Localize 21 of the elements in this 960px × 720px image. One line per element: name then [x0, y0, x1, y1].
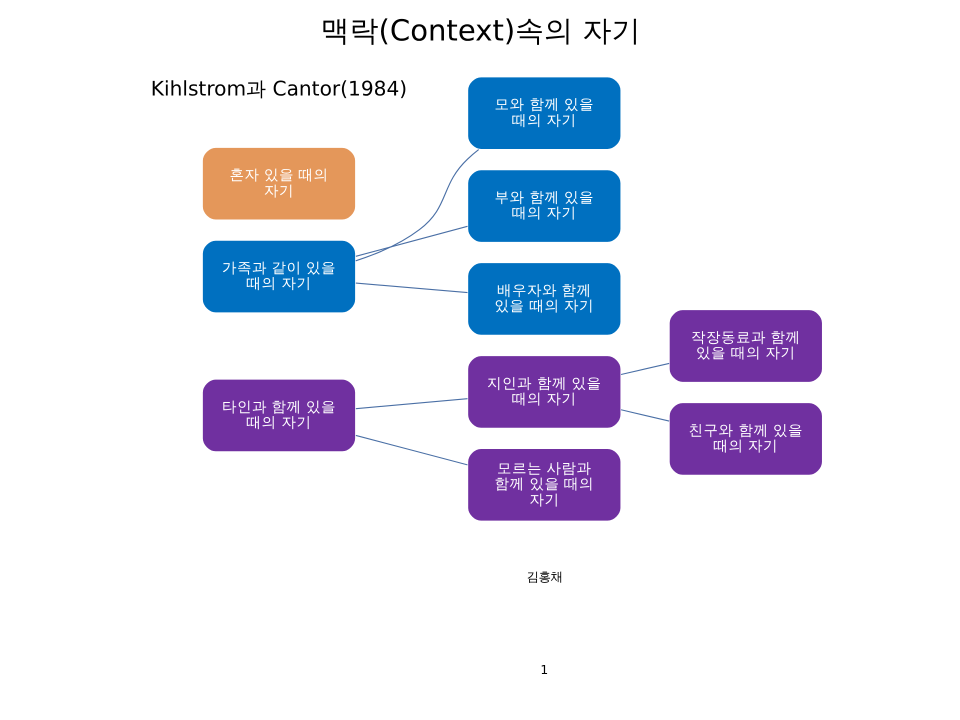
node-box: 모르는 사람과 함께 있을 때의 자기 [466, 448, 622, 522]
connector [355, 226, 468, 257]
diagram-title: 맥락(Context)속의 자기 [320, 14, 640, 48]
connector [620, 409, 669, 422]
node-box: 배우자와 함께 있을 때의 자기 [466, 262, 622, 336]
label: Kihlstrom과 Cantor(1984) [150, 76, 407, 101]
node-box: 타인과 함께 있을 때의 자기 [201, 378, 356, 452]
connector [355, 149, 479, 262]
node-box: 지인과 함께 있을 때의 자기 [466, 354, 622, 429]
node-box: 작장동료과 함께 있을 때의 자기 [668, 309, 823, 383]
node-box: 친구와 함께 있을 때의 자기 [668, 402, 823, 476]
connector [355, 398, 468, 410]
node-box: 혼자 있을 때의 자기 [201, 146, 356, 221]
node-box: 모와 함께 있을 때의 자기 [466, 76, 622, 150]
node-box: 부와 함께 있을 때의 자기 [466, 169, 622, 243]
connector [355, 282, 468, 294]
node-box: 가족과 같이 있을 때의 자기 [201, 240, 356, 314]
label: 김홍채 [526, 570, 562, 584]
connector [355, 434, 468, 466]
label: 1 [540, 662, 548, 677]
connector [620, 362, 669, 376]
